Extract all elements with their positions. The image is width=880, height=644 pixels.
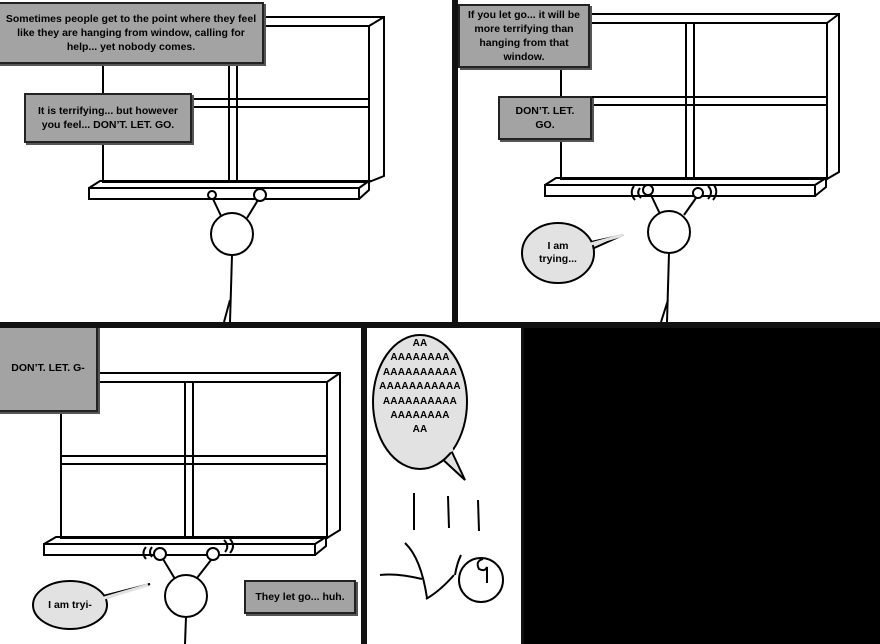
speech-bubble-text: I am tryi- (48, 598, 92, 611)
speech-bubble-text: I am trying... (539, 240, 577, 265)
falling-stickman-head (458, 557, 504, 603)
stickman-hand-left (153, 547, 167, 561)
stickman-body (184, 616, 187, 644)
falling-stickman-arm (404, 542, 428, 599)
panel-1: Sometimes people get to the point where … (0, 0, 452, 322)
stickman-hand-left (642, 184, 654, 196)
scream-bubble (372, 334, 468, 470)
stickman-hand-left (207, 190, 217, 200)
falling-stickman-body (425, 574, 455, 600)
panel-border (521, 322, 524, 644)
caption-box: Sometimes people get to the point where … (0, 2, 264, 64)
window-sill (43, 543, 316, 556)
caption-text: If you let go... it will be more terrify… (467, 9, 580, 63)
caption-text: Sometimes people get to the point where … (5, 13, 257, 53)
caption-box: It is terrifying... but however you feel… (24, 93, 192, 143)
caption-box: They let go... huh. (244, 580, 356, 614)
stickman-hand-right (692, 187, 704, 199)
shake-mark (142, 546, 147, 560)
stickman-head (164, 574, 208, 618)
panel-2: If you let go... it will be more terrify… (458, 0, 880, 322)
panel-4: AA AAAAAAAA AAAAAAAAAA AAAAAAAAAAA AAAAA… (367, 328, 521, 644)
stickman-head (647, 210, 691, 254)
caption-box: DON’T. LET. GO. (498, 96, 592, 140)
stickman-hand-right (253, 188, 267, 202)
speech-bubble (521, 222, 595, 284)
panel-border (452, 0, 458, 328)
panel-border (361, 322, 367, 644)
motion-line (447, 495, 450, 529)
caption-text: DON’T. LET. G- (11, 362, 85, 374)
panel-5-black (523, 328, 880, 644)
window-sill (544, 184, 816, 197)
window-sill (88, 187, 360, 200)
caption-text: They let go... huh. (255, 591, 345, 603)
panel-4-drawing (372, 334, 504, 603)
falling-stickman-face (476, 558, 488, 583)
speech-bubble (32, 580, 108, 630)
stickman-body (666, 252, 670, 322)
motion-line (477, 499, 480, 532)
scream-text: AA AAAAAAAA AAAAAAAAAA AAAAAAAAAAA AAAAA… (379, 338, 461, 436)
caption-text: It is terrifying... but however you feel… (37, 105, 179, 131)
panel-border (0, 322, 880, 328)
stickman-head (210, 212, 254, 256)
panel-2-drawing (521, 13, 840, 322)
caption-box: DON’T. LET. G- (0, 328, 98, 412)
caption-text: DON’T. LET. GO. (515, 105, 575, 131)
stickman-hand-right (206, 547, 220, 561)
stickman-body (229, 254, 233, 322)
panel-3: DON’T. LET. G- I am tryi- They let go...… (0, 328, 361, 644)
caption-box: If you let go... it will be more terrify… (458, 4, 590, 68)
shake-mark (630, 185, 636, 201)
